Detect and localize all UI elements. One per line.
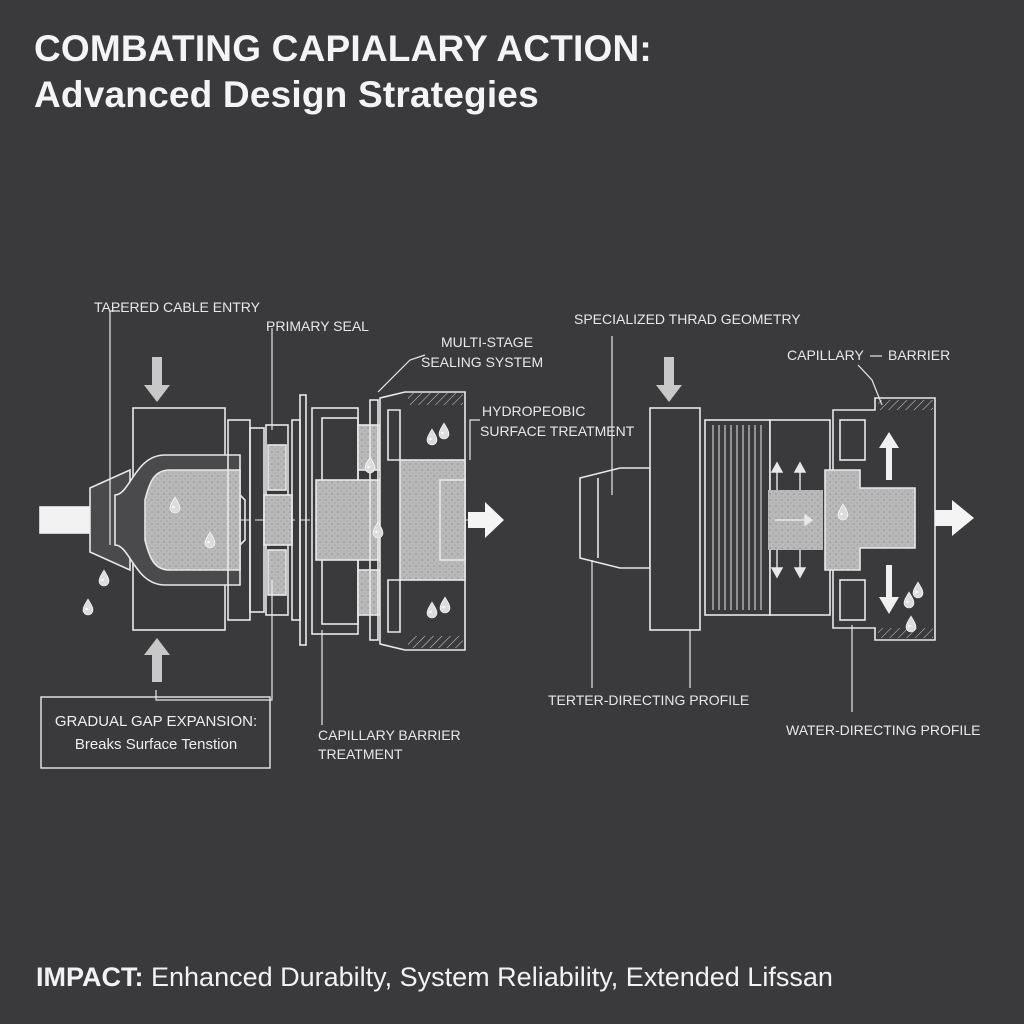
label-multi-stage-2: SEALING SYSTEM bbox=[421, 354, 543, 370]
arrow-right-icon bbox=[935, 500, 974, 536]
arrow-down-icon bbox=[144, 357, 170, 402]
title-line-2: Advanced Design Strategies bbox=[34, 74, 539, 115]
cable bbox=[39, 506, 93, 534]
label-barrier: BARRIER bbox=[888, 347, 950, 363]
arrow-up-icon bbox=[879, 432, 899, 480]
right-entry bbox=[579, 467, 651, 569]
label-hydrophobic-1: HYDROPEOBIC bbox=[482, 403, 585, 419]
right-leader-lines bbox=[591, 336, 883, 712]
callout-line-1: GRADUAL GAP EXPANSION: bbox=[55, 713, 257, 730]
label-multi-stage-1: MULTI-STAGE bbox=[441, 334, 533, 350]
page-title: COMBATING CAPIALARY ACTION: Advanced Des… bbox=[34, 26, 652, 118]
left-connector-assembly bbox=[39, 391, 470, 651]
flow-arrows bbox=[770, 461, 814, 579]
label-hydrophobic-2: SURFACE TREATMENT bbox=[480, 423, 635, 439]
right-housing bbox=[649, 407, 701, 631]
title-line-1: COMBATING CAPIALARY ACTION: bbox=[34, 28, 652, 69]
right-connector-assembly bbox=[579, 397, 936, 641]
arrow-up-icon bbox=[144, 638, 170, 682]
label-capillary: CAPILLARY bbox=[787, 347, 864, 363]
arrow-right-icon bbox=[468, 502, 504, 538]
label-water-profile: WATER-DIRECTING PROFILE bbox=[786, 722, 980, 738]
gradual-gap-callout: GRADUAL GAP EXPANSION: Breaks Surface Te… bbox=[40, 696, 271, 769]
label-thread-geometry: SPECIALIZED THRAD GEOMETRY bbox=[574, 311, 801, 327]
label-capillary-barrier-2: TREATMENT bbox=[318, 746, 403, 762]
label-capillary-barrier-1: CAPILLARY BARRIER bbox=[318, 727, 461, 743]
label-tapered-cable-entry: TAPERED CABLE ENTRY bbox=[94, 299, 261, 315]
left-leader-lines bbox=[109, 310, 480, 725]
t-core bbox=[824, 469, 916, 571]
arrow-down-icon bbox=[656, 357, 682, 402]
impact-text: Enhanced Durabilty, System Reliability, … bbox=[151, 962, 833, 992]
label-terter-profile: TERTER-DIRECTING PROFILE bbox=[548, 692, 749, 708]
impact-statement: IMPACT: Enhanced Durabilty, System Relia… bbox=[36, 962, 833, 993]
callout-line-2: Breaks Surface Tenstion bbox=[75, 736, 237, 753]
label-primary-seal: PRIMARY SEAL bbox=[266, 318, 369, 334]
arrow-down-icon bbox=[879, 565, 899, 614]
impact-label: IMPACT: bbox=[36, 962, 144, 992]
